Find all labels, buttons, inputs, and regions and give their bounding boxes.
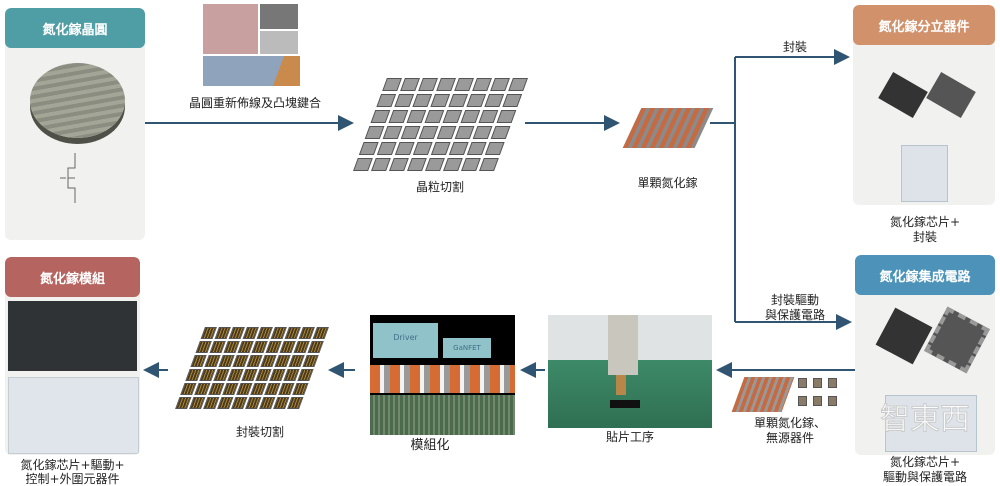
- module-cross-section-image: Driver GaNFET: [370, 315, 515, 435]
- chip-tile: [376, 94, 397, 107]
- step-package-driver-label: 封裝驅動與保護電路: [755, 293, 835, 323]
- step-pick-place-label: 貼片工序: [605, 430, 654, 444]
- caption-line: 封裝: [912, 230, 937, 244]
- package-image: [926, 72, 976, 118]
- chip-tile: [388, 110, 409, 123]
- passive-components-image: [798, 378, 837, 406]
- chip-tile: [353, 158, 373, 171]
- chip-tile: [358, 142, 379, 155]
- discrete-caption: 氮化鎵芯片+封裝: [855, 215, 995, 245]
- module-caption: 氮化鎵芯片+驅動+控制+外圍元器件: [5, 458, 140, 486]
- card-title: 氮化鎵模組: [5, 257, 140, 297]
- chip-tile: [454, 126, 475, 139]
- step-package-dicing-label: 封裝切割: [235, 425, 284, 439]
- chip-tile: [406, 110, 427, 123]
- chip-tile: [454, 78, 474, 91]
- card-gan-wafer: 氮化鎵晶圓: [5, 8, 145, 240]
- chip-tile: [418, 126, 439, 139]
- chip-tile: [412, 94, 433, 107]
- redistribution-bump-images: [203, 4, 300, 86]
- ic-package-image: [924, 306, 990, 374]
- chip-tile: [430, 142, 451, 155]
- chip-tile: [472, 126, 493, 139]
- chip-tile: [382, 126, 403, 139]
- chip-tile: [412, 142, 433, 155]
- chip-tile: [436, 78, 456, 91]
- chip-tile: [370, 110, 391, 123]
- chip-tile: [400, 78, 420, 91]
- chip-tile: [400, 126, 421, 139]
- chip-tile: [448, 142, 469, 155]
- ic-caption: 氮化鎵芯片+驅動與保護電路: [855, 455, 995, 485]
- step-single-die-label: 單顆氮化鎵: [637, 176, 698, 190]
- chip-tile: [394, 94, 415, 107]
- step-redistribution-label: 晶圓重新佈線及凸塊鍵合: [188, 96, 321, 110]
- chip-tile: [461, 158, 481, 171]
- transistor-symbol-icon: [901, 145, 948, 202]
- package-image: [878, 72, 928, 118]
- chip-tile: [472, 78, 492, 91]
- chip-tile: [418, 78, 438, 91]
- chip-tile: [448, 94, 469, 107]
- caption-line: 氮化鎵芯片+: [889, 215, 961, 229]
- ic-package-image: [875, 307, 933, 365]
- chip-tile: [466, 142, 487, 155]
- step-passives-label: 單顆氮化鎵、無源器件: [745, 416, 835, 446]
- chip-tile: [376, 142, 397, 155]
- chip-tile: [484, 94, 505, 107]
- card-title: 氮化鎵分立器件: [853, 5, 995, 45]
- chip-tile: [466, 94, 487, 107]
- chip-tile: [407, 158, 427, 171]
- chip-tile: [436, 126, 457, 139]
- chip-tile: [382, 78, 402, 91]
- watermark-logo: 智東西: [880, 402, 971, 437]
- chip-tile: [425, 158, 445, 171]
- card-gan-module: 氮化鎵模組: [5, 257, 140, 455]
- module-board-photo: [8, 301, 137, 371]
- card-title: 氮化鎵集成電路: [855, 255, 995, 295]
- wafer-image: [30, 63, 125, 138]
- chip-tile: [478, 110, 499, 123]
- ic-schematic-image: [885, 395, 977, 452]
- caption-line: 氮化鎵芯片+驅動+: [20, 458, 125, 472]
- label-line: 與保護電路: [764, 308, 825, 322]
- chip-tile: [394, 142, 415, 155]
- step-packaging-label: 封裝: [782, 40, 807, 54]
- chip-tile: [442, 110, 463, 123]
- chip-tile: [443, 158, 463, 171]
- caption-line: 控制+外圍元器件: [25, 472, 120, 486]
- chip-tile: [424, 110, 445, 123]
- step-dicing-label: 晶粒切割: [415, 180, 464, 194]
- card-gan-discrete: 氮化鎵分立器件: [853, 5, 995, 205]
- label-line: 無源器件: [765, 431, 814, 445]
- driver-block: Driver: [373, 323, 438, 358]
- chip-tile: [389, 158, 409, 171]
- chip-tile: [364, 126, 385, 139]
- step-modularization-label: 模組化: [410, 438, 450, 453]
- label-line: 單顆氮化鎵、: [753, 416, 826, 430]
- module-schematic-image: [8, 377, 139, 454]
- caption-line: 驅動與保護電路: [882, 470, 967, 484]
- chip-tile: [460, 110, 481, 123]
- chip-tile: [490, 78, 510, 91]
- ganfet-block: GaNFET: [443, 338, 491, 358]
- label-line: 封裝驅動: [770, 293, 819, 307]
- transistor-symbol-icon: [60, 153, 76, 203]
- chip-tile: [430, 94, 451, 107]
- card-title: 氮化鎵晶圓: [5, 8, 145, 48]
- chip-tile: [371, 158, 391, 171]
- pick-and-place-photo: [548, 315, 712, 428]
- caption-line: 氮化鎵芯片+: [889, 455, 961, 469]
- card-gan-ic: 氮化鎵集成電路: [855, 255, 995, 455]
